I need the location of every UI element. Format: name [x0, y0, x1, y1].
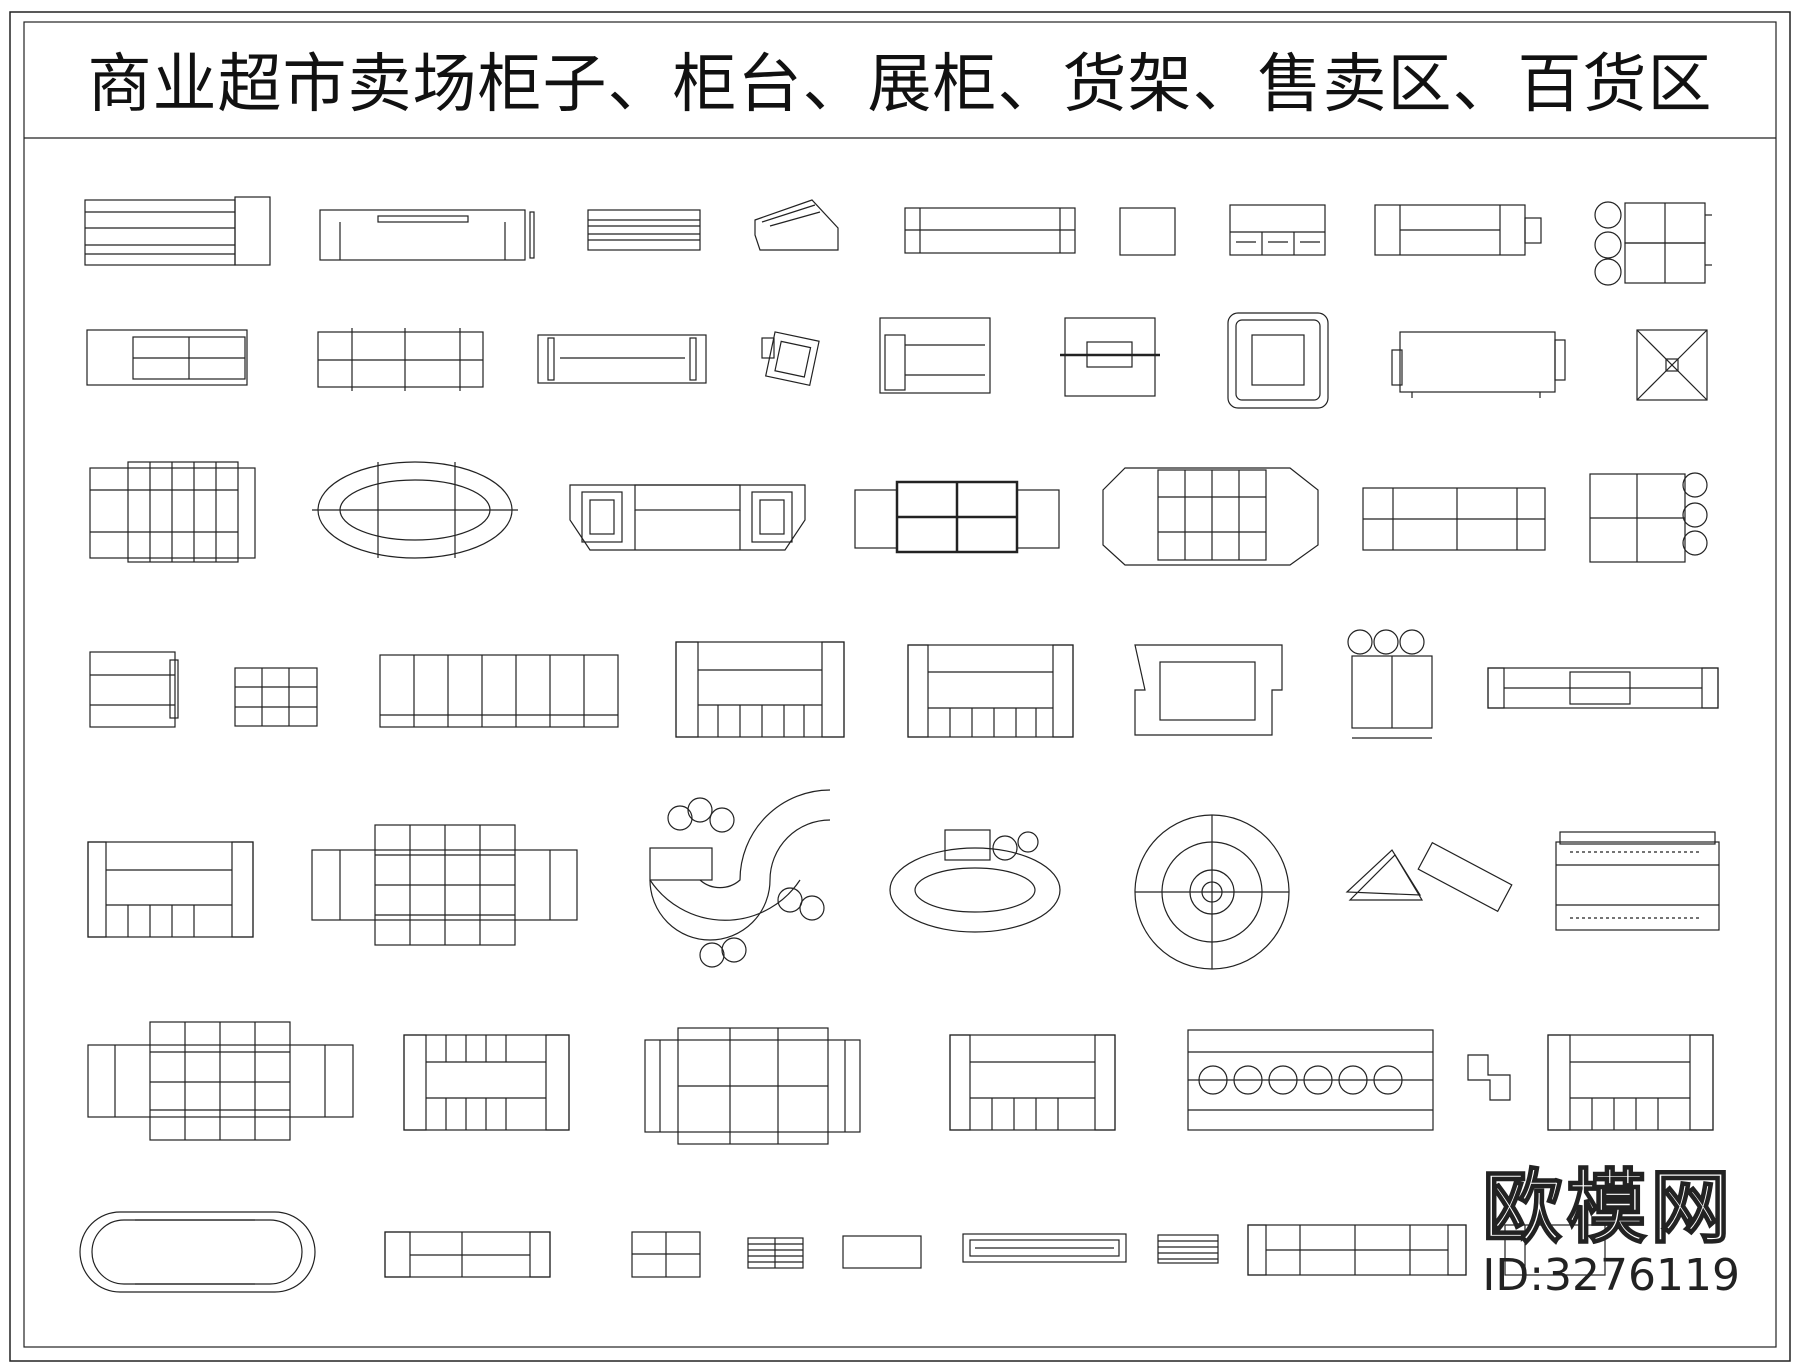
showcase-counter — [904, 207, 1076, 254]
circle-display-bar — [1187, 1029, 1434, 1131]
freezer-block — [854, 480, 1060, 554]
watermark-brand: 欧模网 — [1481, 1161, 1735, 1254]
shelving-unit-f — [1547, 1034, 1714, 1131]
square-table — [1060, 317, 1160, 397]
small-cabinet-2 — [89, 651, 179, 728]
stool-group — [1589, 472, 1708, 563]
long-counter — [319, 209, 535, 261]
small-grille — [1157, 1234, 1219, 1264]
small-cabinet — [587, 209, 701, 251]
round-display — [1134, 814, 1290, 970]
grid-island-2 — [87, 1021, 354, 1141]
double-shelf — [1362, 487, 1546, 551]
round-stool-cluster — [1594, 201, 1712, 286]
grid-box — [234, 667, 318, 727]
shelving-unit-b — [907, 644, 1074, 738]
cabinet-drawers — [1229, 204, 1326, 256]
bar-counter — [569, 484, 806, 551]
glass-showcase — [379, 654, 619, 728]
shelving-unit-e — [949, 1034, 1116, 1131]
rotated-square-counter — [761, 331, 820, 386]
display-table — [1134, 644, 1283, 736]
bottle-shelf — [1555, 831, 1720, 931]
octagon-island — [1102, 467, 1319, 566]
cabinet-front — [86, 329, 248, 386]
grid-island — [311, 824, 578, 946]
partial-counter — [1504, 1224, 1606, 1276]
long-showcase — [962, 1233, 1127, 1263]
grille-box — [747, 1237, 804, 1269]
small-shelf — [631, 1231, 701, 1278]
long-rack — [1487, 667, 1719, 709]
oval-table — [79, 1211, 316, 1293]
watermark-logo: 欧模网 ID:3276119 — [1481, 1161, 1740, 1301]
sheet-title: 商业超市卖场柜子、柜台、展柜、货架、售卖区、百货区 — [87, 48, 1713, 122]
oval-bar — [889, 829, 1061, 933]
double-counter — [1374, 204, 1542, 256]
shelving-unit-a — [675, 641, 845, 738]
triangle-display — [1345, 841, 1513, 913]
cashier-counter — [84, 196, 271, 266]
square-block — [1119, 207, 1176, 256]
z-piece — [1467, 1054, 1511, 1101]
curved-seating — [649, 789, 831, 968]
oval-counter — [312, 461, 518, 559]
pyramid-top — [1636, 329, 1708, 401]
shelving-unit-d — [403, 1034, 570, 1131]
shelf-unit — [317, 328, 484, 391]
shelving-unit-c — [87, 841, 254, 938]
rounded-square-table — [1227, 312, 1329, 409]
corner-counter — [879, 317, 991, 394]
shelving-block — [89, 461, 256, 563]
cash-desk — [1391, 331, 1566, 398]
long-shelf — [537, 334, 707, 384]
long-rack-2 — [1247, 1224, 1467, 1276]
long-cabinet — [384, 1231, 551, 1278]
inner-border — [23, 21, 1777, 1348]
plain-box — [842, 1235, 922, 1269]
outer-border — [9, 11, 1791, 1362]
stool-cluster — [1347, 629, 1433, 739]
double-counter-2 — [644, 1027, 861, 1145]
watermark-id: ID:3276119 — [1482, 1250, 1740, 1301]
angled-display — [754, 199, 839, 251]
